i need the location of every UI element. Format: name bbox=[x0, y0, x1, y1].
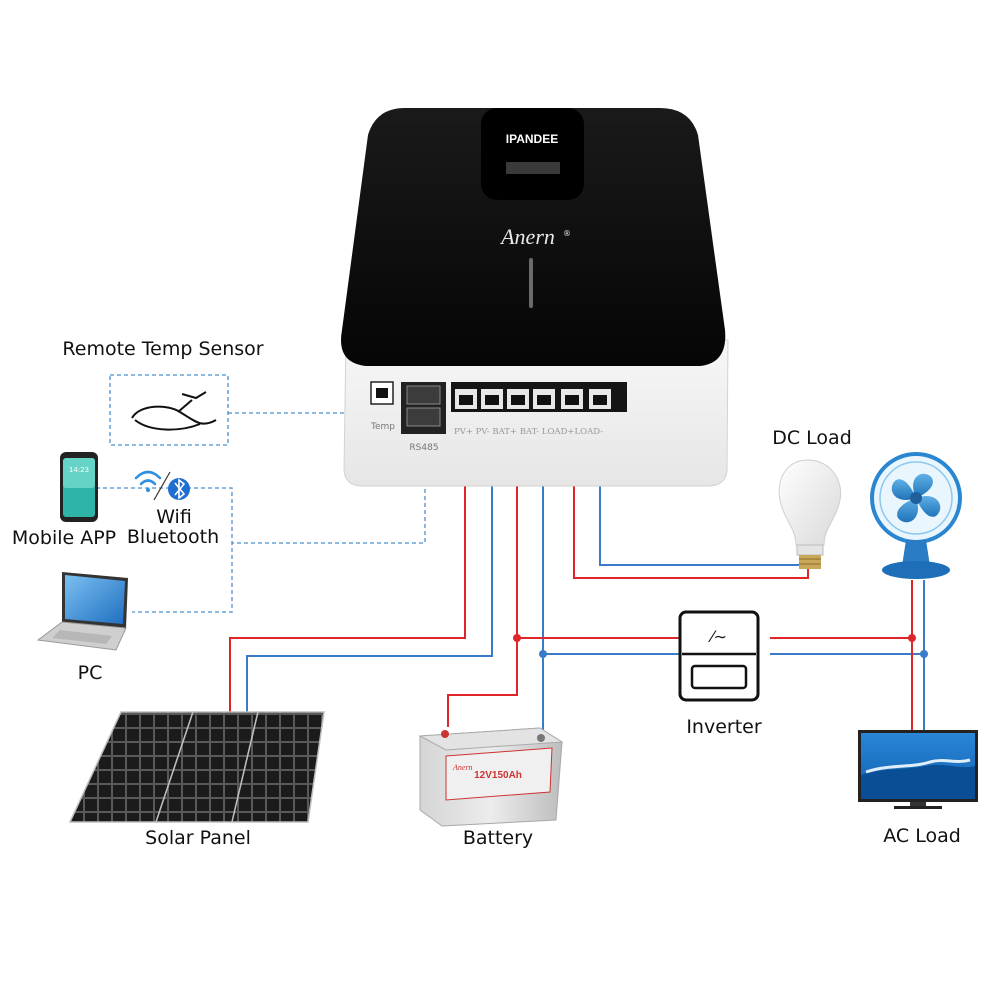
solar-charge-controller: IPANDEE Anern ® Temp RS485 PV+ PV- BAT+ … bbox=[341, 108, 729, 487]
diagram-labels: Remote Temp Sensor Mobile APP Wifi Bluet… bbox=[12, 338, 961, 849]
temp-port-label: Temp bbox=[370, 422, 395, 432]
mobile-app-label: Mobile APP bbox=[12, 527, 116, 549]
phone-link bbox=[96, 487, 233, 613]
terminal-labels: PV+ PV- BAT+ BAT- LOAD+LOAD- bbox=[454, 427, 603, 437]
brand-top-text: IPANDEE bbox=[506, 132, 558, 146]
status-indicator-light bbox=[529, 258, 533, 308]
dc-load-label: DC Load bbox=[772, 427, 852, 449]
controller-top-panel bbox=[341, 108, 726, 366]
rs485-socket-top bbox=[406, 385, 441, 405]
rs485-link bbox=[232, 440, 426, 544]
solar-panel-icon bbox=[68, 711, 325, 823]
temp-port-socket bbox=[376, 388, 388, 398]
laptop-icon bbox=[36, 572, 128, 651]
battery-logo: Anern bbox=[452, 763, 473, 772]
bluetooth-label: Bluetooth bbox=[127, 526, 219, 548]
display-strip bbox=[481, 108, 584, 200]
dc-load-bulb-icon bbox=[778, 459, 842, 569]
temp-sensor-frame bbox=[109, 374, 229, 446]
display-window bbox=[506, 162, 560, 174]
anern-logo: Anern bbox=[499, 224, 555, 249]
junction-dot bbox=[513, 634, 521, 642]
pv-negative-wire bbox=[246, 405, 493, 712]
tv-icon bbox=[858, 730, 978, 809]
inverter-icon: ⁄∼ bbox=[678, 610, 760, 702]
rs485-port-label: RS485 bbox=[409, 443, 438, 453]
inverter-label: Inverter bbox=[686, 716, 762, 738]
junction-dot bbox=[908, 634, 916, 642]
battery-icon: Anern 12V150Ah bbox=[418, 727, 564, 827]
bat-positive-wire bbox=[447, 405, 518, 727]
junction-dot bbox=[539, 650, 547, 658]
battery-capacity: 12V150Ah bbox=[474, 770, 522, 781]
solar-panel-label: Solar Panel bbox=[145, 827, 251, 849]
pc-label: PC bbox=[78, 662, 103, 684]
inverter-symbol: ⁄∼ bbox=[708, 627, 727, 646]
load-positive-wire bbox=[573, 405, 809, 579]
logo-registered-mark: ® bbox=[563, 229, 571, 238]
pv-positive-wire bbox=[229, 405, 466, 712]
controller-body bbox=[343, 339, 729, 487]
battery-label: Battery bbox=[463, 827, 533, 849]
remote-temp-sensor-label: Remote Temp Sensor bbox=[62, 338, 263, 360]
divider-slash bbox=[153, 471, 171, 501]
temp-sensor-cable-icon bbox=[131, 391, 217, 431]
bluetooth-icon bbox=[168, 478, 190, 500]
rs485-socket-bottom bbox=[406, 407, 441, 427]
phone-clock: 14:23 bbox=[69, 466, 89, 474]
phone-icon: 14:23 bbox=[60, 452, 98, 522]
fan-icon bbox=[870, 452, 962, 579]
terminal-block bbox=[451, 382, 627, 412]
ac-load-label: AC Load bbox=[883, 825, 961, 847]
wifi-label: Wifi bbox=[156, 506, 192, 528]
wifi-icon bbox=[134, 470, 162, 492]
junction-dot bbox=[920, 650, 928, 658]
